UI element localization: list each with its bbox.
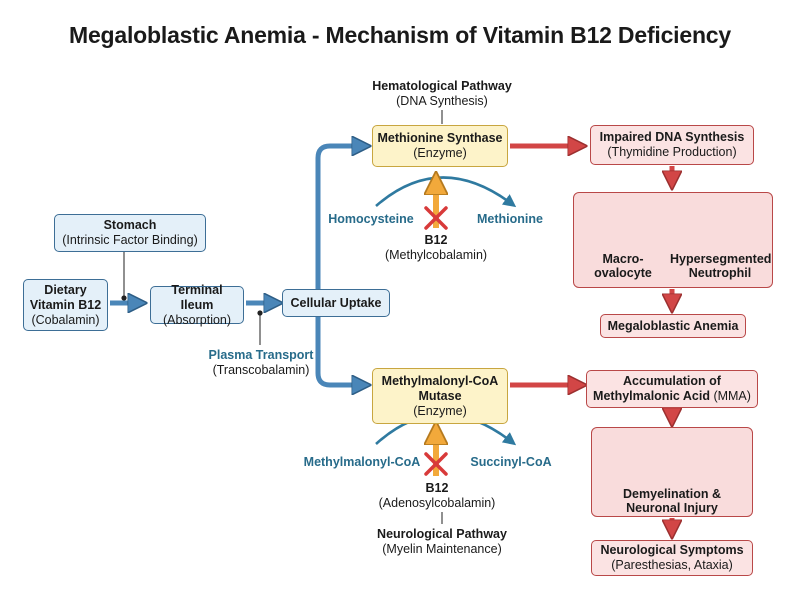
megaloblastic-anemia-box: Megaloblastic Anemia bbox=[600, 314, 746, 338]
hematological-pathway-label: Hematological Pathway (DNA Synthesis) bbox=[362, 79, 522, 109]
succinyl-coa-label: Succinyl-CoA bbox=[470, 455, 552, 469]
injury-line2: Neuronal Injury bbox=[626, 501, 718, 516]
neurological-symptoms-box: Neurological Symptoms (Paresthesias, Ata… bbox=[591, 540, 753, 576]
b12-top-detail: (Methylcobalamin) bbox=[384, 248, 488, 262]
stomach-detail: (Intrinsic Factor Binding) bbox=[62, 233, 198, 247]
methionine-synthase-box: Methionine Synthase (Enzyme) bbox=[372, 125, 508, 167]
mutase-line2: Mutase bbox=[418, 388, 462, 403]
stomach-connector-dot bbox=[121, 295, 127, 301]
ileum-detail: (Absorption) bbox=[162, 312, 232, 327]
methylmalonyl-coa-mutase-box: Methylmalonyl-CoA Mutase (Enzyme) bbox=[372, 368, 508, 424]
dietary-detail: (Cobalamin) bbox=[31, 312, 100, 327]
b12-adenosylcobalamin-label: B12 (Adenosylcobalamin) bbox=[372, 481, 502, 511]
stomach-label: Stomach bbox=[103, 218, 157, 232]
page-title: Megaloblastic Anemia - Mechanism of Vita… bbox=[69, 22, 731, 48]
neutrophil-line2: Neutrophil bbox=[688, 266, 752, 281]
synthase-label: Methionine Synthase bbox=[377, 131, 503, 145]
dietary-label-line1: Dietary bbox=[44, 282, 87, 297]
macro-line2: ovalocyte bbox=[594, 266, 652, 281]
mutase-line1: Methylmalonyl-CoA bbox=[381, 373, 499, 388]
arrow-homocysteine-to-methionine bbox=[375, 176, 517, 208]
methionine-label: Methionine bbox=[477, 212, 543, 226]
neutrophil-line1: Hypersegmented bbox=[670, 252, 772, 266]
symptoms-label: Neurological Symptoms bbox=[600, 543, 744, 557]
macro-line1: Macro- bbox=[602, 252, 644, 266]
mutase-detail: (Enzyme) bbox=[413, 403, 467, 418]
b12-bottom-name: B12 bbox=[425, 481, 449, 495]
methylmalonyl-coa-label: Methylmalonyl-CoA bbox=[303, 455, 421, 469]
demyelination-label: Demyelination & Neuronal Injury bbox=[596, 487, 748, 516]
b12-top-name: B12 bbox=[424, 233, 448, 247]
cellular-uptake-box: Cellular Uptake bbox=[282, 289, 390, 317]
neurological-pathway-detail: (Myelin Maintenance) bbox=[382, 542, 502, 556]
impaired-dna-synthesis-box: Impaired DNA Synthesis (Thymidine Produc… bbox=[590, 125, 754, 165]
injury-line1: Demyelination & bbox=[623, 487, 721, 501]
uptake-label: Cellular Uptake bbox=[290, 295, 382, 310]
hypersegmented-neutrophil-label: Hypersegmented Neutrophil bbox=[670, 252, 772, 281]
impaired-detail: (Thymidine Production) bbox=[607, 145, 737, 159]
dietary-label-line2: Vitamin B12 bbox=[29, 297, 102, 312]
plasma-detail: (Transcobalamin) bbox=[212, 363, 310, 377]
symptoms-detail: (Paresthesias, Ataxia) bbox=[611, 558, 733, 572]
accumulation-line2: Methylmalonic Acid bbox=[593, 389, 710, 403]
neurological-pathway-label: Neurological Pathway (Myelin Maintenance… bbox=[362, 527, 522, 557]
neurological-pathway-name: Neurological Pathway bbox=[377, 527, 507, 541]
accumulation-line2-wrap: Methylmalonic Acid (MMA) bbox=[593, 389, 751, 404]
dietary-b12-box: Dietary Vitamin B12 (Cobalamin) bbox=[23, 279, 108, 331]
hematological-pathway-detail: (DNA Synthesis) bbox=[396, 94, 488, 108]
blood-cells-panel bbox=[573, 192, 773, 288]
accumulation-suffix: (MMA) bbox=[709, 389, 751, 403]
b12-bottom-detail: (Adenosylcobalamin) bbox=[378, 496, 496, 510]
mma-accumulation-box: Accumulation of Methylmalonic Acid (MMA) bbox=[586, 370, 758, 408]
plasma-transport-label: Plasma Transport (Transcobalamin) bbox=[186, 348, 336, 378]
anemia-label: Megaloblastic Anemia bbox=[607, 318, 739, 333]
ileum-label: Terminal Ileum bbox=[171, 282, 223, 312]
macro-ovalocyte-label: Macro- ovalocyte bbox=[588, 252, 658, 281]
plasma-label: Plasma Transport bbox=[208, 348, 314, 362]
inhibition-x-icon-top bbox=[424, 206, 448, 230]
arrow-uptake-to-mma-mutase bbox=[315, 316, 364, 385]
homocysteine-label: Homocysteine bbox=[328, 212, 414, 226]
synthase-detail: (Enzyme) bbox=[413, 146, 467, 160]
arrow-uptake-to-methionine-synthase bbox=[315, 146, 364, 290]
hematological-pathway-name: Hematological Pathway bbox=[372, 79, 512, 93]
inhibition-x-icon-bottom bbox=[424, 452, 448, 476]
accumulation-line1: Accumulation of bbox=[623, 374, 721, 388]
b12-methylcobalamin-label: B12 (Methylcobalamin) bbox=[376, 233, 496, 263]
stomach-box: Stomach (Intrinsic Factor Binding) bbox=[54, 214, 206, 252]
neuronal-injury-panel bbox=[591, 427, 753, 517]
impaired-label: Impaired DNA Synthesis bbox=[599, 130, 745, 144]
terminal-ileum-box: Terminal Ileum (Absorption) bbox=[150, 282, 244, 327]
